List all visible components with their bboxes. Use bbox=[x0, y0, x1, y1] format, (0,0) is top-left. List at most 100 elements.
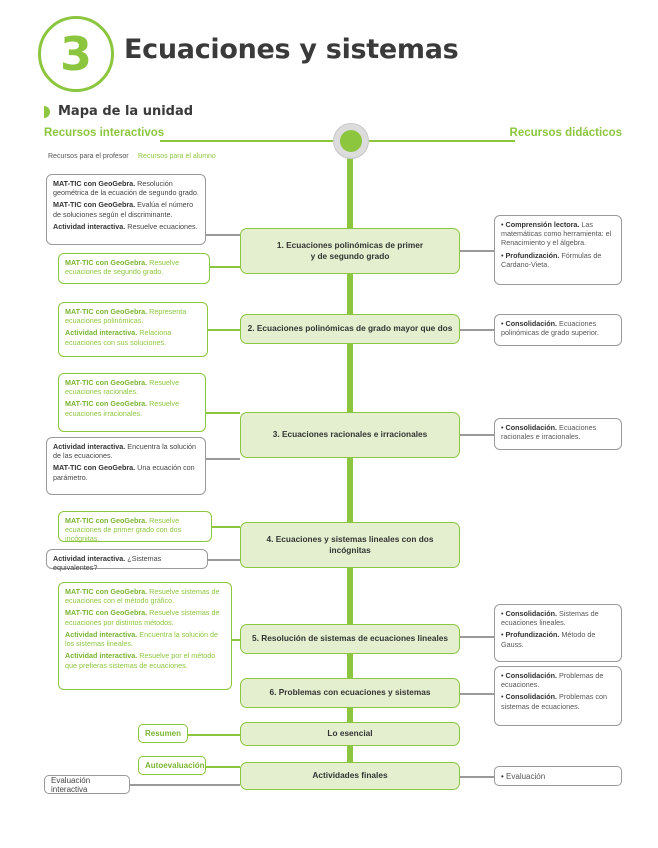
connector bbox=[460, 693, 494, 695]
resource-type: Consolidación. bbox=[505, 671, 558, 680]
resource-text: Representa ecuaciones polinómicas. bbox=[65, 307, 187, 326]
resource-box-1-didactico[interactable]: Comprensión lectora. Las matemáticas com… bbox=[494, 215, 622, 285]
section-marker-icon bbox=[44, 106, 50, 118]
resource-type: MAT-TIC con GeoGebra. bbox=[65, 516, 148, 525]
connector bbox=[460, 434, 494, 436]
resource-box-2-alumno[interactable]: MAT-TIC con GeoGebra. Representa ecuacio… bbox=[58, 302, 208, 357]
resource-box-6-didactico[interactable]: Consolidación. Problemas de ecuaciones. … bbox=[494, 666, 622, 726]
resource-box-5-didactico[interactable]: Consolidación. Sistemas de ecuaciones li… bbox=[494, 604, 622, 662]
resource-type: MAT-TIC con GeoGebra. bbox=[65, 399, 148, 409]
resource-type: Comprensión lectora. bbox=[505, 220, 580, 229]
connector bbox=[206, 234, 240, 236]
resource-type: Actividad interactiva. bbox=[53, 442, 126, 451]
topic-5[interactable]: 5. Resolución de sistemas de ecuaciones … bbox=[240, 624, 460, 654]
connector bbox=[212, 526, 240, 528]
topic-2[interactable]: 2. Ecuaciones polinómicas de grado mayor… bbox=[240, 314, 460, 344]
resource-box-4-alumno[interactable]: MAT-TIC con GeoGebra. Resuelve ecuacione… bbox=[58, 511, 212, 544]
resource-text: Evalúa el número de soluciones según el … bbox=[53, 200, 194, 219]
connector bbox=[208, 329, 240, 331]
connector bbox=[232, 639, 240, 641]
right-heading-rule bbox=[369, 140, 515, 142]
resource-type: Profundización. bbox=[505, 630, 560, 640]
legend-alumno: Recursos para el alumno bbox=[138, 153, 216, 160]
resource-box-1-alumno[interactable]: MAT-TIC con GeoGebra. Resuelve ecuacione… bbox=[58, 253, 210, 284]
resource-text: Problemas con sistemas de ecuaciones. bbox=[501, 692, 607, 711]
resource-type: MAT-TIC con GeoGebra. bbox=[65, 307, 148, 316]
resource-type: Consolidación. bbox=[505, 319, 558, 328]
resource-text: Fórmulas de Cardano-Vieta. bbox=[501, 250, 602, 269]
connector bbox=[206, 766, 240, 768]
topic-6[interactable]: 6. Problemas con ecuaciones y sistemas bbox=[240, 678, 460, 708]
resource-box-2-didactico[interactable]: Consolidación. Ecuaciones polinómicas de… bbox=[494, 314, 622, 346]
resumen-label: Resumen bbox=[145, 729, 182, 738]
evaluacion-label: Evaluación bbox=[506, 771, 546, 781]
resumen-pill[interactable]: Resumen bbox=[138, 724, 188, 743]
autoevaluacion-pill[interactable]: Autoevaluación bbox=[138, 756, 206, 775]
resource-type: Actividad interactiva. bbox=[65, 651, 138, 661]
resource-text: Resuelve ecuaciones irracionales. bbox=[65, 399, 180, 418]
connector bbox=[188, 734, 240, 736]
resource-type: MAT-TIC con GeoGebra. bbox=[65, 608, 148, 618]
resource-text: Resuelve ecuaciones racionales. bbox=[65, 378, 180, 397]
connector bbox=[130, 784, 240, 786]
connector bbox=[460, 329, 494, 331]
resource-text: Resuelve ecuaciones de primer grado con … bbox=[65, 516, 182, 544]
resource-text: Una ecuación con parámetro. bbox=[53, 463, 195, 482]
chapter-number: 3 bbox=[59, 27, 92, 81]
connector bbox=[460, 250, 494, 252]
connector bbox=[206, 458, 240, 460]
connector bbox=[460, 636, 494, 638]
resource-text: Resuelve sistemas de ecuaciones con el m… bbox=[65, 587, 220, 606]
resource-type: Consolidación. bbox=[505, 423, 558, 432]
topic-3-label: 3. Ecuaciones racionales e irracionales bbox=[272, 429, 428, 440]
chapter-number-badge: 3 bbox=[38, 16, 114, 92]
resource-text: Sistemas de ecuaciones lineales. bbox=[501, 609, 599, 628]
resource-text: ¿Sistemas equivalentes? bbox=[53, 554, 162, 573]
resource-type: MAT-TIC con GeoGebra. bbox=[65, 258, 148, 267]
topic-6-label: 6. Problemas con ecuaciones y sistemas bbox=[269, 687, 431, 698]
autoevaluacion-label: Autoevaluación bbox=[145, 761, 205, 770]
connector bbox=[210, 266, 240, 268]
resource-box-3-alumno[interactable]: MAT-TIC con GeoGebra. Resuelve ecuacione… bbox=[58, 373, 206, 432]
resource-type: Actividad interactiva. bbox=[65, 629, 138, 639]
resource-box-3-didactico[interactable]: Consolidación. Ecuaciones racionales e i… bbox=[494, 418, 622, 450]
resource-text: Ecuaciones racionales e irracionales. bbox=[501, 423, 597, 442]
resource-type: MAT-TIC con GeoGebra. bbox=[53, 179, 136, 188]
resource-type: Actividad interactiva. bbox=[53, 221, 126, 231]
resource-box-1-profesor[interactable]: MAT-TIC con GeoGebra. Resolución geométr… bbox=[46, 174, 206, 245]
resource-type: Profundización. bbox=[505, 250, 560, 260]
resource-type: Consolidación. bbox=[505, 609, 558, 618]
right-column-heading: Recursos didácticos bbox=[509, 127, 622, 139]
connector bbox=[208, 559, 240, 561]
topic-4[interactable]: 4. Ecuaciones y sistemas lineales con do… bbox=[240, 522, 460, 568]
legend-profesor: Recursos para el profesor bbox=[48, 153, 129, 160]
resource-box-5-alumno[interactable]: MAT-TIC con GeoGebra. Resuelve sistemas … bbox=[58, 582, 232, 690]
resource-text: Encuentra la solución de los sistemas li… bbox=[65, 629, 219, 649]
resource-type: Actividad interactiva. bbox=[65, 328, 138, 338]
topic-1-line2: y de segundo grado bbox=[310, 251, 390, 261]
topic-actividades-finales-label: Actividades finales bbox=[312, 770, 388, 781]
resource-box-4-profesor[interactable]: Actividad interactiva. ¿Sistemas equival… bbox=[46, 549, 208, 573]
evaluacion-pill[interactable]: Evaluación bbox=[494, 766, 622, 786]
topic-actividades-finales[interactable]: Actividades finales bbox=[240, 762, 460, 790]
topic-3[interactable]: 3. Ecuaciones racionales e irracionales bbox=[240, 412, 460, 458]
left-heading-rule bbox=[160, 140, 334, 142]
map-spine bbox=[347, 158, 353, 786]
topic-lo-esencial-label: Lo esencial bbox=[327, 728, 373, 739]
resource-text: Relaciona ecuaciones con sus soluciones. bbox=[65, 328, 172, 347]
resource-text: Ecuaciones polinómicas de grado superior… bbox=[501, 319, 599, 338]
resource-box-3-profesor[interactable]: Actividad interactiva. Encuentra la solu… bbox=[46, 437, 206, 495]
resource-type: MAT-TIC con GeoGebra. bbox=[53, 463, 136, 473]
topic-lo-esencial[interactable]: Lo esencial bbox=[240, 722, 460, 746]
map-hub-icon bbox=[333, 123, 369, 159]
resource-text: Encuentra la solución de las ecuaciones. bbox=[53, 442, 197, 461]
resource-type: MAT-TIC con GeoGebra. bbox=[65, 378, 148, 387]
section-title: Mapa de la unidad bbox=[58, 104, 194, 119]
evaluacion-interactiva-pill[interactable]: Evaluación interactiva bbox=[44, 775, 130, 794]
resource-type: MAT-TIC con GeoGebra. bbox=[65, 587, 148, 596]
resource-text: Resuelve por el método que prefieras sis… bbox=[65, 651, 216, 670]
connector bbox=[206, 412, 240, 414]
topic-1-line1: 1. Ecuaciones polinómicas de primer bbox=[276, 239, 424, 250]
resource-text: Método de Gauss. bbox=[501, 630, 596, 649]
